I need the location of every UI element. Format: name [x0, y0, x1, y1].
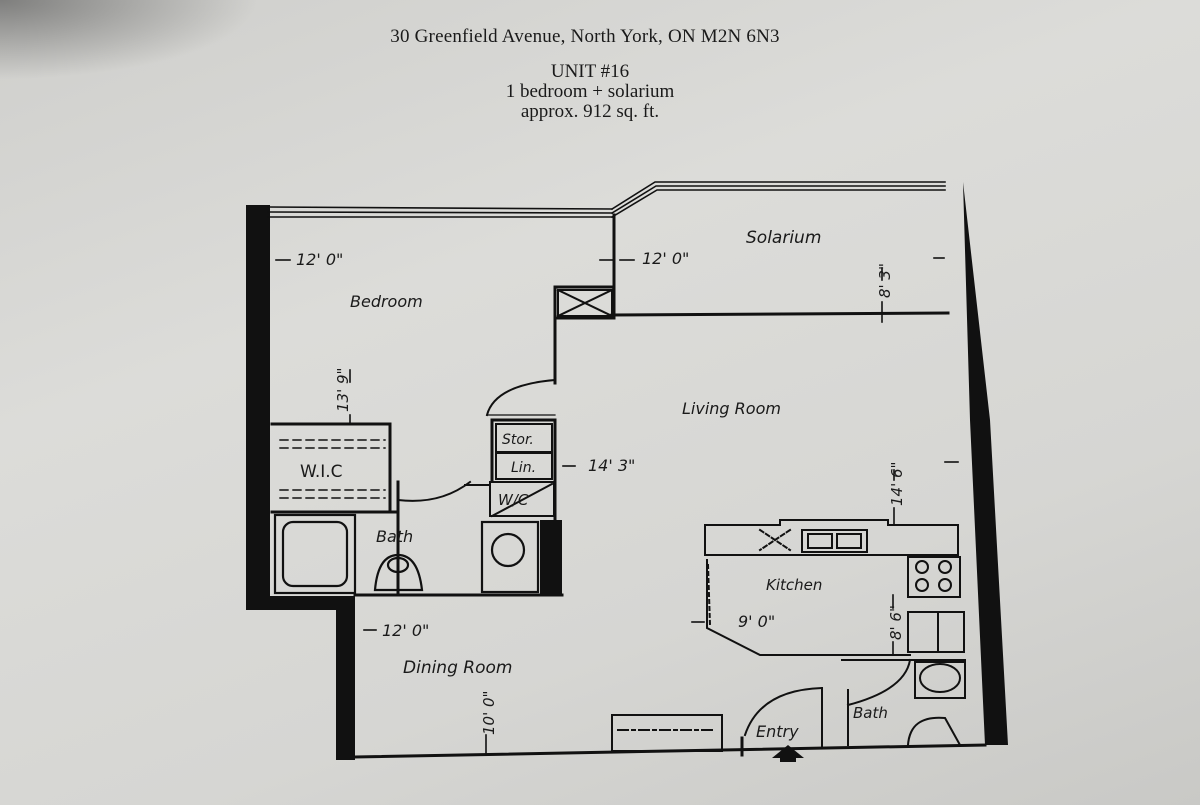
dim-solarium-width: 12' 0": [642, 249, 689, 268]
dim-bedroom-width: 12' 0": [296, 250, 343, 269]
dim-living-width: 14' 3": [588, 456, 635, 475]
room-label-dining: Dining Room: [403, 658, 512, 678]
wall-bath-east: [540, 520, 562, 595]
room-label-bath-entry: Bath: [853, 704, 888, 722]
room-label-wic: W.I.C: [300, 462, 343, 482]
duct-box: [556, 288, 614, 318]
wall-solarium-living: [610, 311, 950, 317]
dining-closet: [611, 714, 723, 752]
room-label-linen: Lin.: [511, 460, 536, 476]
room-label-entry: Entry: [756, 722, 799, 741]
room-label-bath-main: Bath: [376, 527, 413, 546]
bedroom-window: [267, 206, 613, 218]
toilet-main: [373, 553, 424, 592]
room-label-storage: Stor.: [502, 432, 534, 448]
stove: [907, 556, 961, 598]
entry-door-swing: [743, 686, 824, 737]
fridge: [907, 611, 965, 653]
dim-kitchen-width: 9' 0": [738, 612, 775, 631]
dim-dining-depth: 10' 0": [480, 691, 498, 735]
closet-stack: [489, 423, 555, 518]
room-label-kitchen: Kitchen: [766, 576, 822, 594]
bathtub: [273, 513, 357, 595]
dim-solarium-depth: 8' 3": [876, 263, 894, 298]
wall-bath-south: [246, 596, 355, 610]
room-label-solarium: Solarium: [746, 228, 821, 248]
unit-number: UNIT #16: [550, 61, 630, 82]
wic-shelves: [279, 439, 386, 499]
bedroom-door-swing: [485, 378, 557, 417]
room-label-wc: W/C: [498, 491, 529, 509]
unit-info: UNIT #16 1 bedroom + solarium approx. 91…: [0, 62, 1190, 122]
dim-living-depth: 14' 6": [888, 462, 906, 506]
wall-west-bedroom: [246, 205, 270, 610]
bath-door-swing: [396, 480, 472, 502]
wall-east: [945, 182, 1008, 745]
kitchen-counter: [704, 519, 959, 556]
dim-bedroom-depth: 13' 9": [334, 368, 352, 412]
address-line: 30 Greenfield Avenue, North York, ON M2N…: [390, 26, 780, 47]
page-shadow: [0, 0, 260, 80]
room-label-bedroom: Bedroom: [350, 292, 423, 311]
dim-dining-width: 12' 0": [382, 621, 429, 640]
kitchen-island: [706, 559, 911, 656]
unit-type: 1 bedroom + solarium: [505, 81, 675, 102]
entry-bath: [841, 658, 966, 747]
room-label-living: Living Room: [682, 399, 781, 418]
dim-kitchen-depth: 8' 6": [887, 605, 905, 640]
vanity-main: [480, 520, 540, 594]
dimension-ticks: [275, 257, 959, 756]
solarium-window: [610, 181, 946, 219]
unit-area: approx. 912 sq. ft.: [520, 101, 660, 122]
wall-west-dining: [336, 596, 355, 760]
entry-arrow-icon: [772, 745, 804, 758]
